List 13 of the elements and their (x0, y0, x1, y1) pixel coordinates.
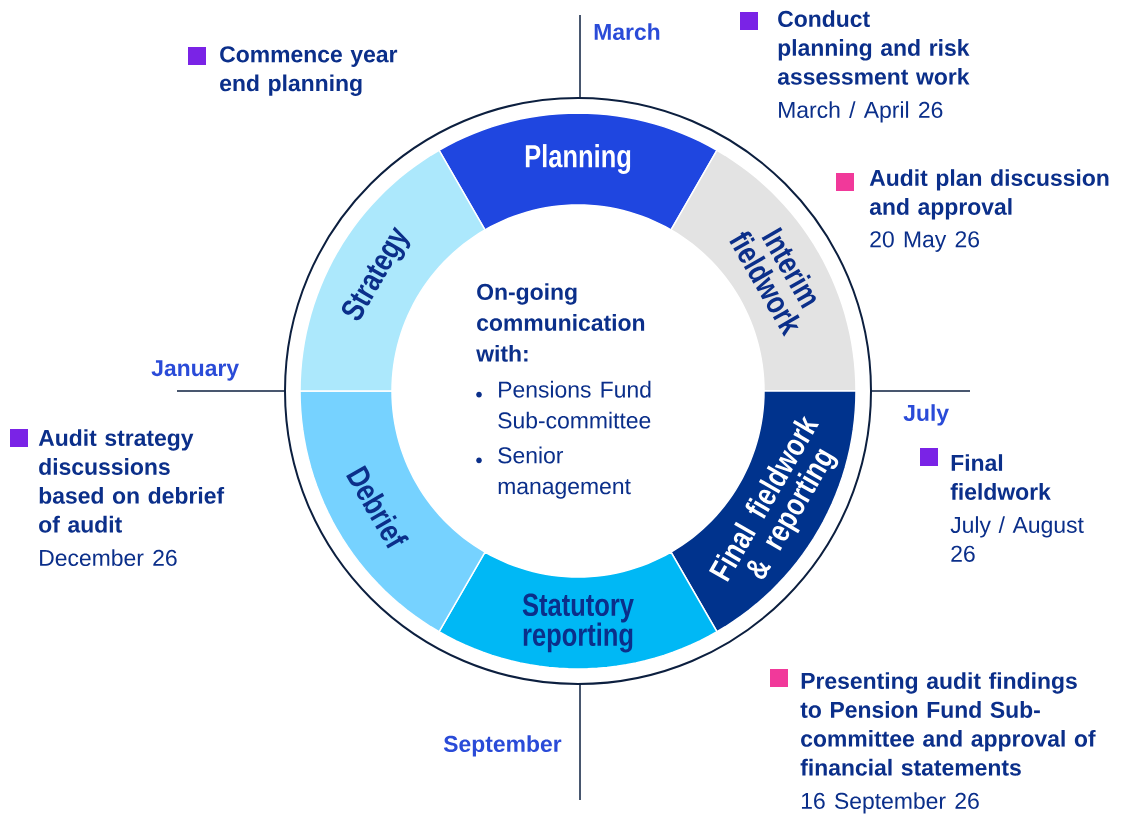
date-label: March / April 26 (779, 101, 943, 123)
task-heading: Conduct planning and risk assessment work (777, 10, 970, 85)
month-label: January (151, 360, 239, 381)
month-label: March (594, 23, 660, 40)
month-label: July (903, 404, 949, 426)
month-label: September (443, 735, 562, 757)
task-heading: Commence year end planning (220, 46, 398, 96)
date-label: July / August 26 (950, 516, 1084, 562)
date-label: December 26 (40, 549, 177, 566)
date-label: 16 September 26 (801, 792, 979, 814)
task-heading: Final fieldwork (950, 454, 1051, 500)
task-heading: Audit strategy discussions based on debrief of audit (38, 429, 225, 533)
task-heading: Presenting audit findings to Pension Fund Sub-committee and approval of financial statements (800, 672, 1096, 776)
